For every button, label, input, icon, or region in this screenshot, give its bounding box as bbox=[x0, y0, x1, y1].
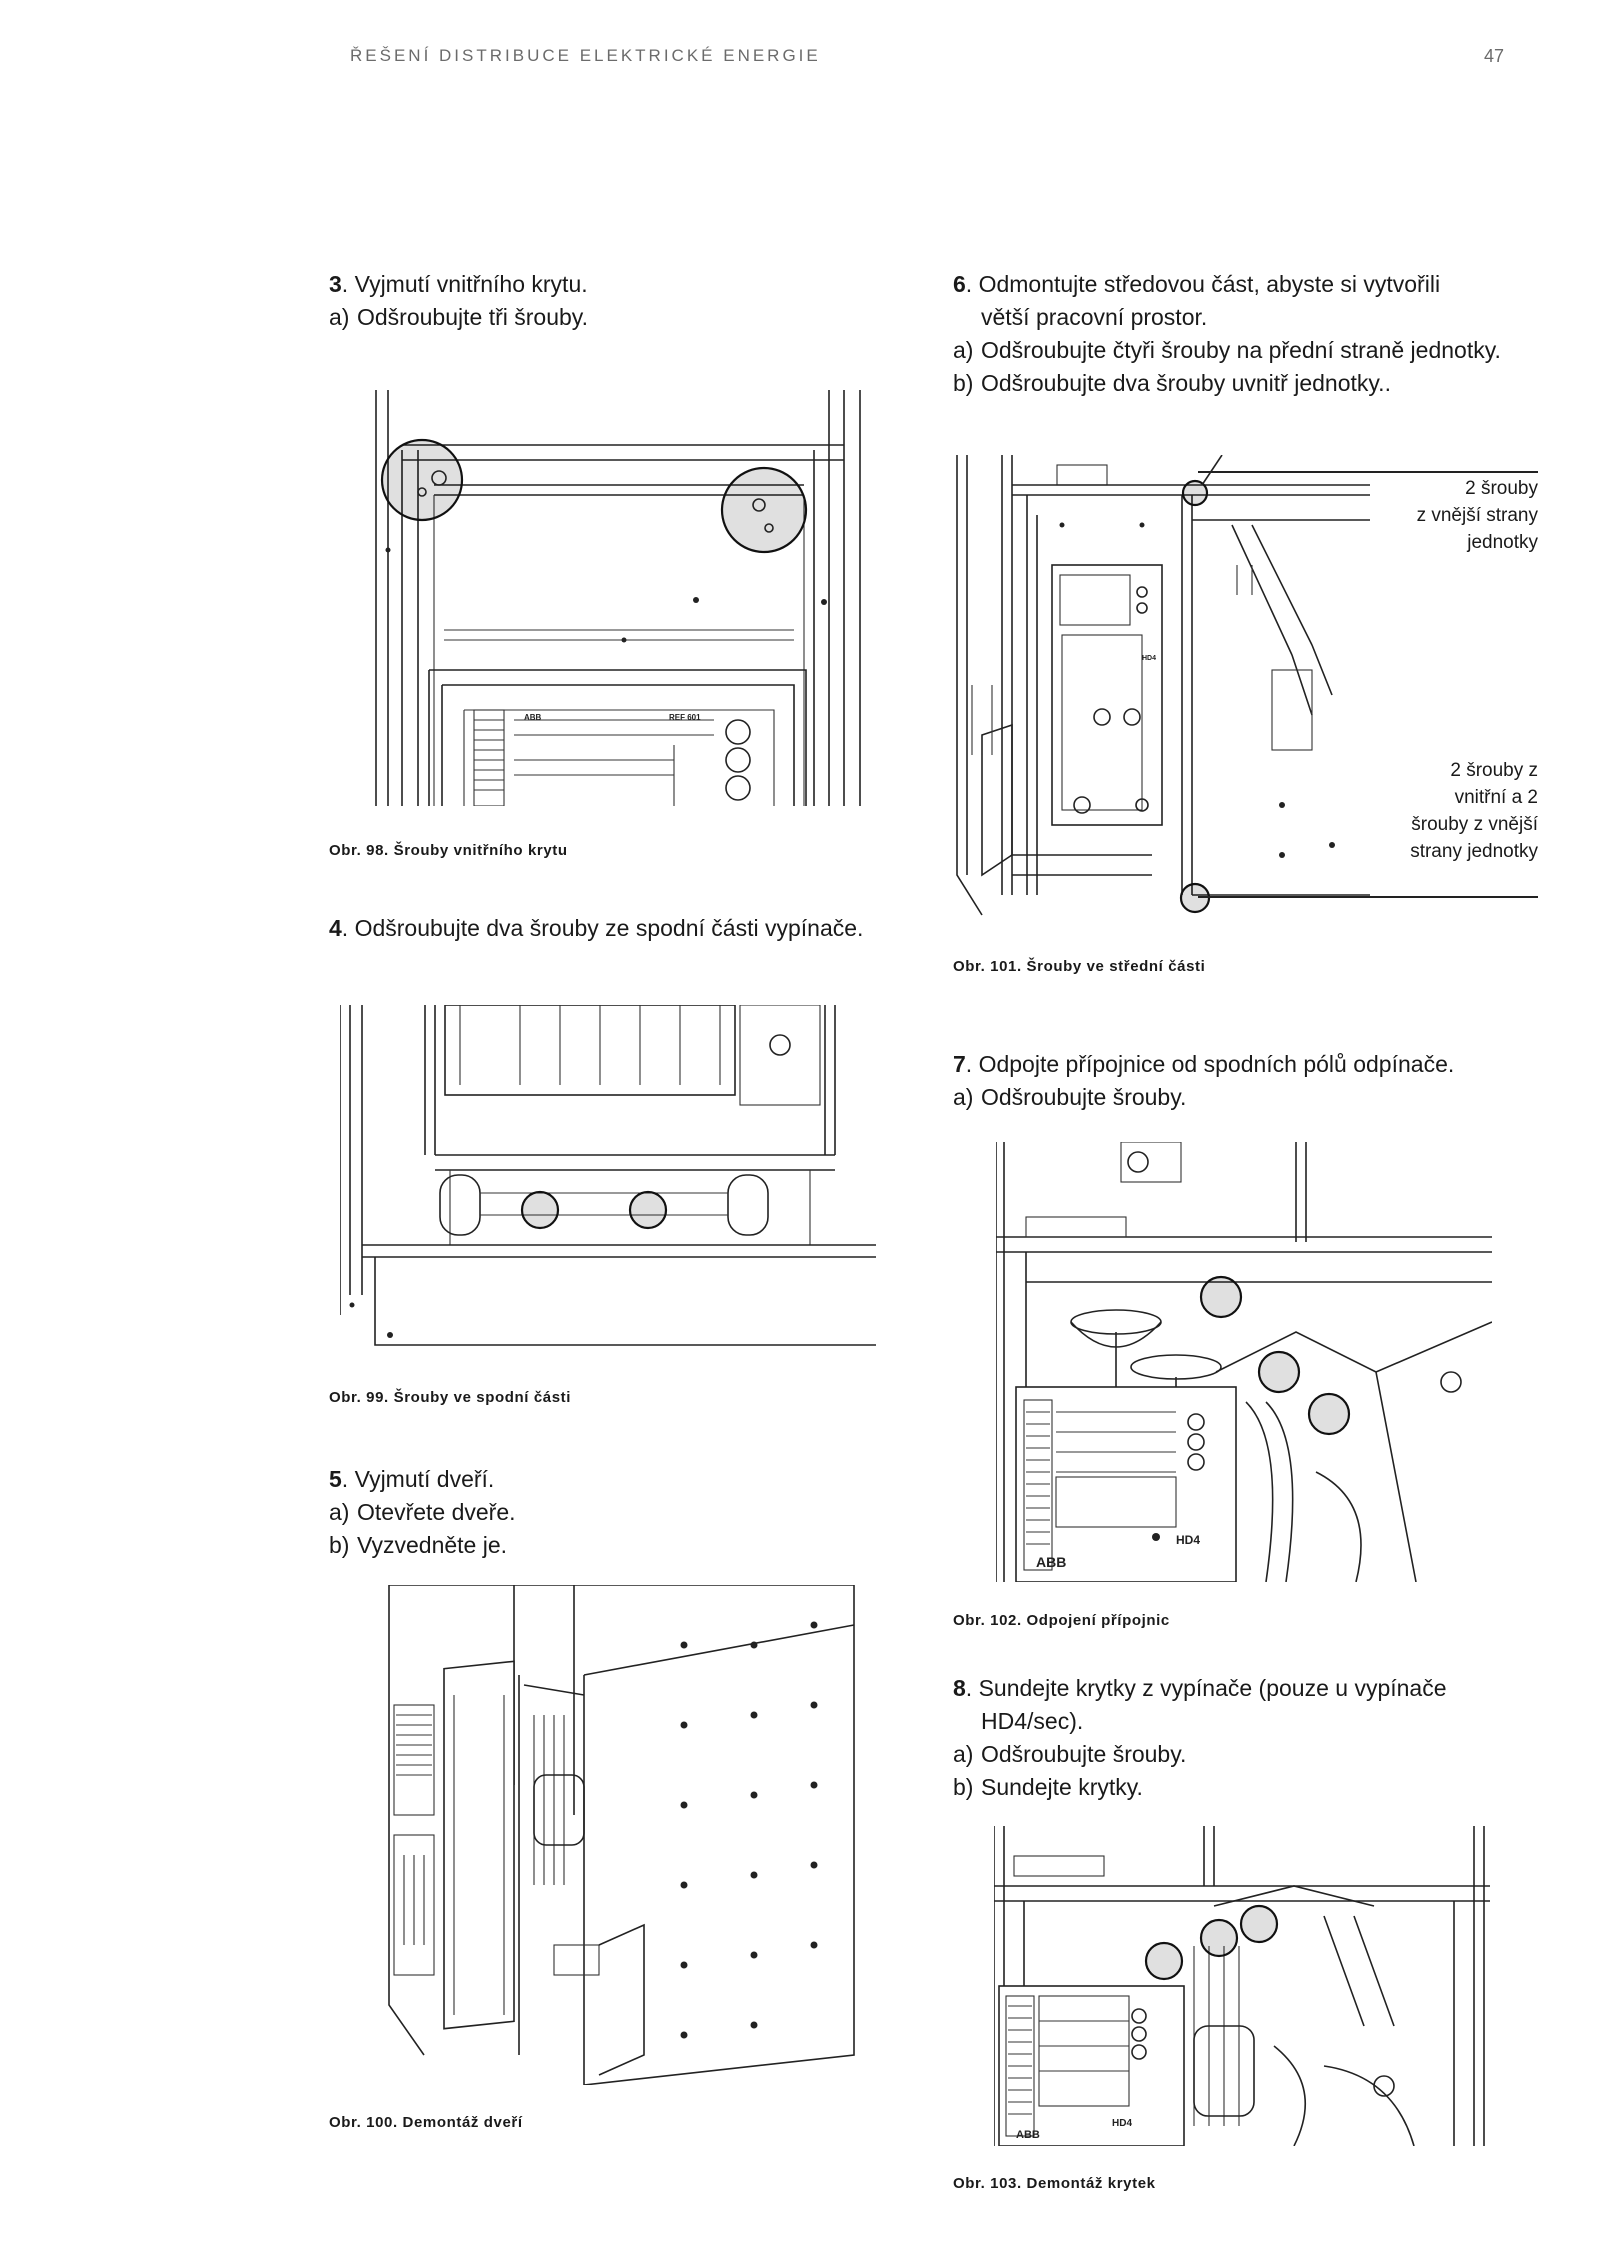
figure-100-illustration bbox=[384, 1585, 862, 2085]
sub-label: b) bbox=[329, 1532, 350, 1558]
callout-line: vnitřní a 2 bbox=[1454, 787, 1538, 808]
step-3: 3. Vyjmutí vnitřního krytu. a) Odšroubujt… bbox=[329, 268, 588, 334]
step-7: 7. Odpojte přípojnice od spodních pólů o… bbox=[953, 1048, 1454, 1114]
step-title: . Vyjmutí vnitřního krytu. bbox=[341, 271, 588, 297]
sub-label: a) bbox=[953, 1741, 974, 1767]
panel-abb-text: ABB bbox=[1016, 2129, 1040, 2141]
screw-highlight-bottom bbox=[1179, 882, 1211, 914]
screw-highlight-left bbox=[380, 438, 464, 522]
figure-103-illustration: HD4 ABB bbox=[994, 1826, 1490, 2146]
panel-hd4-text: HD4 bbox=[1176, 1533, 1200, 1547]
panel-hd4-text: HD4 bbox=[1142, 655, 1156, 662]
screw-highlight-right bbox=[628, 1190, 668, 1230]
callout-line: šrouby z vnější bbox=[1411, 814, 1538, 835]
step-title: . Odpojte přípojnice od spodních pólů od… bbox=[965, 1051, 1455, 1077]
step-instruction: Vyzvedněte je. bbox=[357, 1532, 508, 1558]
figure-102-illustration: HD4 ABB bbox=[996, 1142, 1492, 1582]
screw-highlight-3 bbox=[1307, 1392, 1351, 1436]
step-number: 4 bbox=[329, 915, 342, 941]
step-instruction: Odšroubujte čtyři šrouby na přední stran… bbox=[981, 337, 1501, 363]
step-5: 5. Vyjmutí dveří. a) Otevřete dveře. b) Vy… bbox=[329, 1463, 516, 1562]
sub-label: a) bbox=[329, 1499, 350, 1525]
callout-line: jednotky bbox=[1467, 532, 1538, 553]
panel-abb-text: ABB bbox=[1036, 1554, 1066, 1570]
sub-label: b) bbox=[953, 370, 974, 396]
step-6: 6. Odmontujte středovou část, abyste si … bbox=[953, 268, 1501, 400]
panel-abb-text: ABB bbox=[524, 713, 542, 722]
callout-leader-top bbox=[1198, 471, 1538, 473]
running-header: ŘEŠENÍ DISTRIBUCE ELEKTRICKÉ ENERGIE bbox=[350, 46, 821, 65]
screw-highlight-left bbox=[520, 1190, 560, 1230]
sub-label: a) bbox=[953, 1084, 974, 1110]
step-title: . Odšroubujte dva šrouby ze spodní části… bbox=[341, 915, 864, 941]
screw-highlight-top bbox=[1181, 479, 1209, 507]
figure-101-illustration: HD4 bbox=[952, 455, 1370, 920]
callout-leader-bottom bbox=[1198, 896, 1538, 898]
step-title: . Vyjmutí dveří. bbox=[341, 1466, 495, 1492]
sub-label: b) bbox=[953, 1774, 974, 1800]
step-instruction: Odšroubujte tři šrouby. bbox=[357, 304, 588, 330]
screw-highlight-2 bbox=[1257, 1350, 1301, 1394]
screw-highlight-right bbox=[720, 466, 808, 554]
sub-label: a) bbox=[953, 337, 974, 363]
figure-caption-98: Obr. 98. Šrouby vnitřního krytu bbox=[329, 842, 568, 859]
step-number: 6 bbox=[953, 271, 966, 297]
figure-98-illustration: ABB REF 601 bbox=[374, 390, 868, 806]
callout-line: z vnější strany bbox=[1416, 505, 1538, 526]
page-number: 47 bbox=[1483, 46, 1504, 66]
step-8: 8. Sundejte krytky z vypínače (pouze u v… bbox=[953, 1672, 1447, 1804]
step-title: . Odmontujte středovou část, abyste si v… bbox=[965, 271, 1441, 297]
screw-highlight-1 bbox=[1199, 1275, 1243, 1319]
step-title-continued: větší pracovní prostor. bbox=[981, 304, 1208, 330]
callout-inner-outer-screws: 2 šrouby z vnitřní a 2 šrouby z vnější s… bbox=[1410, 757, 1538, 865]
step-number: 7 bbox=[953, 1051, 966, 1077]
step-instruction: Odšroubujte šrouby. bbox=[981, 1741, 1187, 1767]
step-number: 5 bbox=[329, 1466, 342, 1492]
callout-line: 2 šrouby bbox=[1465, 478, 1538, 499]
step-4: 4. Odšroubujte dva šrouby ze spodní část… bbox=[329, 912, 863, 945]
figure-99-illustration bbox=[340, 1005, 876, 1353]
step-number: 3 bbox=[329, 271, 342, 297]
step-title-continued: HD4/sec). bbox=[981, 1708, 1084, 1734]
callout-line: 2 šrouby z bbox=[1450, 760, 1538, 781]
panel-ref-text: REF 601 bbox=[669, 713, 701, 722]
figure-caption-99: Obr. 99. Šrouby ve spodní části bbox=[329, 1389, 572, 1406]
step-instruction: Otevřete dveře. bbox=[357, 1499, 516, 1525]
screw-highlight-3 bbox=[1239, 1904, 1279, 1944]
step-number: 8 bbox=[953, 1675, 966, 1701]
step-instruction: Sundejte krytky. bbox=[981, 1774, 1143, 1800]
step-instruction: Odšroubujte šrouby. bbox=[981, 1084, 1187, 1110]
figure-caption-100: Obr. 100. Demontáž dveří bbox=[329, 2114, 523, 2131]
figure-caption-101: Obr. 101. Šrouby ve střední části bbox=[953, 958, 1206, 975]
screw-highlight-2 bbox=[1199, 1918, 1239, 1958]
figure-caption-102: Obr. 102. Odpojení přípojnic bbox=[953, 1612, 1170, 1629]
step-title: . Sundejte krytky z vypínače (pouze u vy… bbox=[965, 1675, 1447, 1701]
screw-highlight-1 bbox=[1144, 1941, 1184, 1981]
callout-outer-screws: 2 šrouby z vnější strany jednotky bbox=[1417, 475, 1538, 556]
panel-hd4-text: HD4 bbox=[1112, 2118, 1132, 2129]
figure-caption-103: Obr. 103. Demontáž krytek bbox=[953, 2175, 1156, 2192]
step-instruction: Odšroubujte dva šrouby uvnitř jednotky.. bbox=[981, 370, 1391, 396]
callout-line: strany jednotky bbox=[1410, 841, 1538, 862]
sub-label: a) bbox=[329, 304, 350, 330]
